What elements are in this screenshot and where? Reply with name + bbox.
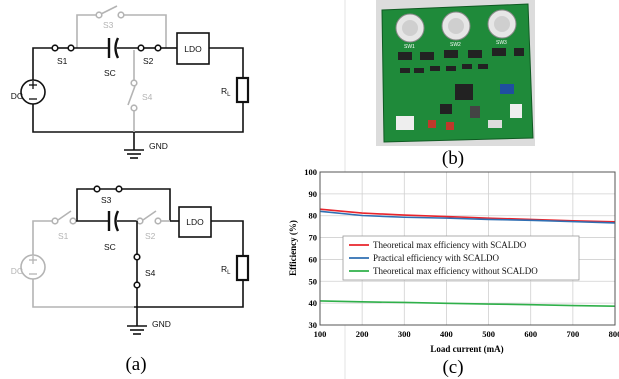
load-resistor-label-2: RL [221,264,231,276]
legend-entry-2: Practical efficiency with SCALDO [373,253,500,263]
chart-legend: Theoretical max efficiency with SCALDO Pr… [342,235,580,281]
supercap-label: SC [104,68,116,78]
x-tick-label: 500 [482,329,495,339]
switch-s1-label-2: S1 [58,231,69,241]
dc-source-label-2: DC [11,266,23,276]
ground-label-2: GND [152,319,171,329]
y-tick-label: 80 [309,211,318,221]
switch-s2-label-2: S2 [145,231,156,241]
x-tick-label: 300 [398,329,411,339]
x-tick-label: 700 [566,329,579,339]
y-tick-label: 50 [309,276,318,286]
board-components [396,48,524,130]
switch-s4-label: S4 [142,92,153,102]
circuit-bottom-labels: DC S1 S3 SC S2 S4 LDO RL GND [11,195,231,329]
series-line-1 [319,208,616,223]
switch-s3-label: S3 [103,20,114,30]
circuit-discharging-phase [20,185,250,335]
y-axis-label: Efficiency (%) [288,220,298,276]
circuit-charging-phase [20,5,250,159]
load-resistor-label: RL [221,86,231,98]
plot-frame [319,171,616,326]
supercap-label-2: SC [104,242,116,252]
switch-s3-label-2: S3 [101,195,112,205]
y-tick-label: 100 [304,167,317,177]
chart-series [319,208,616,308]
capacitor-cans [395,9,517,43]
ldo-label-2: LDO [186,217,204,227]
y-tick-label: 40 [309,298,318,308]
switch-s2-label: S2 [143,56,154,66]
y-tick-labels: 30 40 50 60 70 80 90 100 [304,167,317,330]
switch-s4-label-2: S4 [145,268,156,278]
switch-s1-label: S1 [57,56,68,66]
series-line-2 [319,210,616,224]
board-silkscreen: SW1 SW2 SW3 [404,40,507,50]
x-tick-label: 100 [314,329,327,339]
y-tick-label: 30 [309,320,318,330]
pcb-photo: SW1 SW2 SW3 [376,0,535,146]
legend-entry-1: Theoretical max efficiency with SCALDO [373,240,527,250]
caption-c: (c) [442,357,463,378]
x-tick-label: 400 [440,329,453,339]
series-line-3 [319,300,616,308]
y-tick-label: 60 [309,254,318,264]
ldo-label: LDO [184,44,202,54]
y-tick-label: 70 [309,233,318,243]
x-tick-labels: 100 200 300 400 500 600 700 800 [314,329,619,339]
silkscreen-sw1: SW1 [404,44,415,50]
dc-source-label: DC [11,91,23,101]
ground-label: GND [149,141,168,151]
x-tick-label: 200 [356,329,369,339]
x-tick-label: 800 [609,329,619,339]
x-axis-label: Load current (mA) [430,344,503,354]
caption-b: (b) [442,148,464,169]
caption-a: (a) [125,354,146,375]
legend-entry-3: Theoretical max efficiency without SCALD… [373,266,538,276]
silkscreen-sw3: SW3 [496,40,507,46]
efficiency-chart: 100 200 300 400 500 600 700 800 30 40 50 60 70 80 90 1… [288,167,619,354]
y-tick-label: 90 [309,189,318,199]
legend-box [342,235,580,281]
x-tick-label: 600 [524,329,537,339]
circuit-top-labels: DC S1 S3 SC S2 S4 LDO RL GND [11,20,231,151]
silkscreen-sw2: SW2 [450,42,461,48]
